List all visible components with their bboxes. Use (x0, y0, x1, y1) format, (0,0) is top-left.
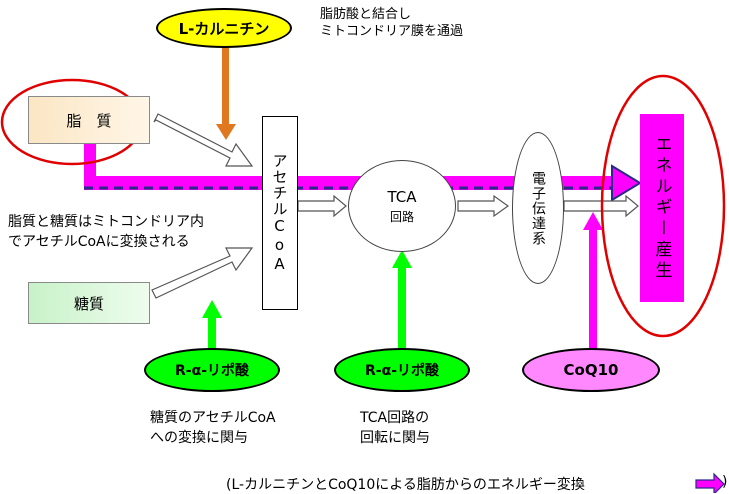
highlight-energy-ellipse (600, 74, 726, 338)
energy-production-box: エネルギー産生 (640, 114, 684, 302)
legend-text: (L-カルニチンとCoQ10による脂肪からのエネルギー変換 (226, 477, 585, 493)
legend: (L-カルニチンとCoQ10による脂肪からのエネルギー変換 (226, 474, 585, 494)
arrow-lcarnitine-down (216, 44, 236, 140)
tca-sub-label: 回路 (389, 209, 414, 224)
acetyl-coa-box: アセチルCoA (262, 116, 298, 310)
lipoic-acid-left-label: R-α-リポ酸 (174, 363, 250, 379)
sugar-label: 糖質 (73, 294, 104, 313)
fat-label: 脂 質 (66, 111, 112, 130)
energy-production-label: エネルギー産生 (651, 134, 672, 282)
lipoic-left-note: 糖質のアセチルCoA への変換に関与 (150, 410, 276, 446)
lipoic-mid-note: TCA回路の 回転に関与 (360, 410, 430, 446)
lipoic-acid-mid-node: R-α-リポ酸 (334, 348, 470, 392)
lipid-sugar-note: 脂質と糖質はミトコンドリア内 でアセチルCoAに変換される (8, 214, 204, 250)
arrow-tca-to-etc (457, 194, 510, 218)
arrow-sugar-to-acetylcoa (151, 247, 254, 299)
tca-label: TCA (387, 187, 417, 206)
tca-cycle-node: TCA 回路 (348, 160, 456, 252)
lipoic-acid-mid-label: R-α-リポ酸 (364, 363, 440, 379)
legend-arrow (695, 472, 725, 493)
legend-close: ) (722, 474, 728, 490)
lcarnitine-node: L-カルニチン (156, 8, 292, 48)
arrow-fat-to-acetylcoa (153, 113, 254, 167)
lcarnitine-label: L-カルニチン (178, 19, 270, 38)
carnitine-note: 脂肪酸と結合し ミトコンドリア膜を通過 (320, 7, 464, 39)
fat-box: 脂 質 (28, 96, 150, 144)
arrow-coq10-up (583, 212, 603, 350)
arrow-acetylcoa-to-tca (297, 194, 347, 218)
green-arrows (202, 250, 412, 350)
lipoic-acid-left-node: R-α-リポ酸 (144, 348, 280, 392)
electron-transport-label: 電子伝達系 (530, 170, 546, 246)
electron-transport-node: 電子伝達系 (512, 132, 564, 284)
sugar-box: 糖質 (28, 282, 150, 324)
coq10-node: CoQ10 (522, 348, 660, 392)
acetyl-coa-label: アセチルCoA (270, 152, 289, 274)
coq10-label: CoQ10 (563, 361, 619, 379)
